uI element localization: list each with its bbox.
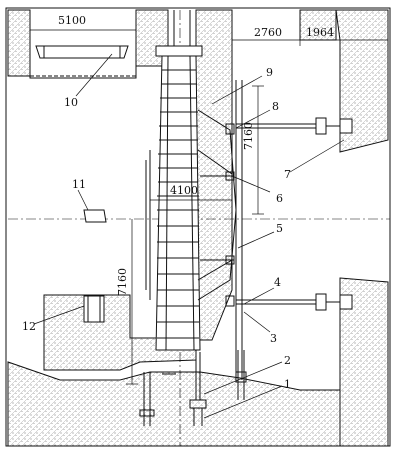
dimension-lines (29, 24, 389, 385)
brace-frame (197, 80, 243, 380)
concrete-top-right-a (299, 9, 337, 41)
dim-top-right-b: 1964 (306, 26, 334, 39)
callout-4: 4 (274, 276, 281, 289)
callout-3: 3 (270, 332, 277, 345)
callout-11: 11 (72, 178, 86, 191)
callout-10: 10 (64, 96, 78, 109)
callout-5: 5 (276, 222, 283, 235)
callout-6: 6 (276, 192, 283, 205)
dim-top-left-width: 5100 (58, 14, 86, 27)
gate-leaf (145, 55, 201, 351)
callout-1: 1 (284, 378, 291, 391)
concrete-base (7, 361, 341, 447)
leader-lines (33, 53, 345, 419)
concrete-top-left-wall (7, 9, 31, 77)
anchor-bolts (139, 350, 247, 426)
callout-12: 12 (22, 320, 36, 333)
top-housing (29, 45, 137, 79)
tie-rods (236, 117, 353, 311)
dim-vertical-upper: 7160 (242, 122, 255, 150)
callout-7: 7 (284, 168, 291, 181)
callout-8: 8 (272, 100, 279, 113)
dim-vertical-lower: 7160 (116, 268, 129, 296)
callout-2: 2 (284, 354, 291, 367)
dim-inner-width: 4100 (170, 184, 198, 197)
small-fixtures (83, 209, 107, 323)
callout-9: 9 (266, 66, 273, 79)
concrete-top-right-b (335, 9, 389, 153)
dim-top-right-a: 2760 (254, 26, 282, 39)
